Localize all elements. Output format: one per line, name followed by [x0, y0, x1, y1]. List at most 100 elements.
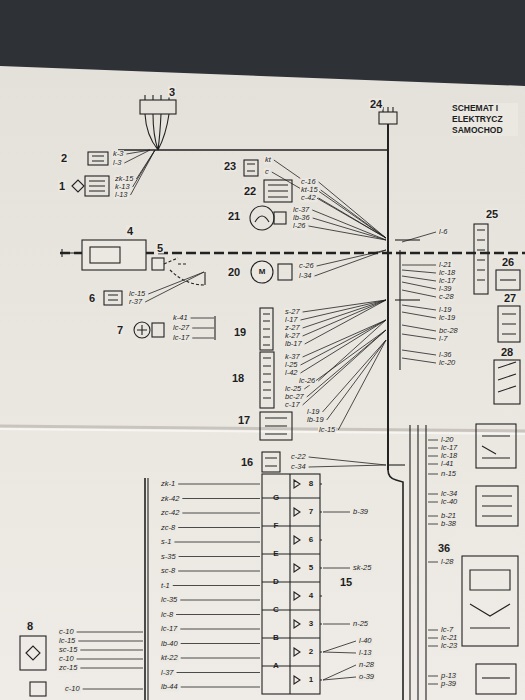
wire-code: lc-15: [318, 426, 336, 434]
wire: [77, 632, 143, 633]
wire: [301, 320, 386, 373]
wire: [307, 330, 386, 397]
wire-code: t-1: [160, 582, 171, 590]
wire-code: k-13: [114, 183, 131, 191]
callout-number: 17: [237, 415, 251, 426]
wire-code: lc-18: [440, 452, 458, 460]
wire: [428, 494, 438, 495]
wire-code: lc-40: [440, 498, 458, 506]
wire-code: n-25: [352, 620, 369, 628]
wire: [304, 330, 386, 389]
wire-code: o-39: [358, 673, 375, 681]
wire: [192, 338, 214, 339]
wire-code: kt-15: [300, 186, 319, 194]
wire: [428, 464, 438, 465]
callout-number: 25: [485, 209, 499, 220]
wire-code: s-35: [160, 553, 177, 561]
wire-code: lc-17: [172, 334, 190, 342]
wire-code: l-41: [440, 460, 455, 468]
wire-code: b-39: [352, 508, 369, 516]
wire: [303, 300, 386, 328]
wire-code: l-25: [284, 361, 299, 369]
wire: [327, 340, 386, 420]
wire: [402, 325, 436, 331]
wire: [323, 641, 356, 652]
wire: [428, 456, 438, 457]
wire-code: c-28: [438, 293, 455, 301]
pin-letter: B: [272, 634, 280, 642]
wire: [192, 328, 214, 329]
diagram-title: SCHEMAT I ELEKTRYCZ SAMOCHOD: [452, 103, 518, 136]
wire: [309, 457, 386, 465]
wire-code: lc-26: [298, 377, 316, 385]
wire: [77, 659, 143, 660]
wire-code: kt-22: [160, 654, 179, 662]
wire: [428, 630, 438, 631]
wire: [180, 629, 260, 630]
wire-code: l-6: [438, 228, 448, 236]
wire-code: l-28: [440, 558, 455, 566]
wire: [180, 600, 260, 601]
wire: [301, 300, 386, 320]
callout-number: 16: [240, 457, 254, 468]
callout-number: 21: [227, 211, 241, 222]
callout-number: 6: [88, 293, 96, 304]
wire-code: l-42: [284, 369, 299, 377]
wire: [323, 340, 386, 412]
wire: [272, 172, 386, 238]
wire-code: n-15: [440, 470, 457, 478]
wire: [177, 672, 260, 673]
wire-code: c-17: [284, 401, 301, 409]
pin-letter: 1: [308, 676, 314, 684]
wire-code: zc-42: [160, 509, 180, 517]
wire-code: p-39: [440, 680, 457, 688]
wire-code: lb-19: [306, 416, 325, 424]
wire: [428, 646, 438, 647]
callout-number: 1: [58, 181, 66, 192]
wire-code: lc-15: [58, 637, 76, 645]
wire: [402, 282, 436, 289]
pin-letter: 6: [308, 536, 314, 544]
wire: [402, 358, 436, 363]
wire: [80, 650, 143, 651]
wire: [315, 250, 386, 276]
wire: [402, 350, 436, 355]
wire-code: l-13: [358, 649, 373, 657]
wire-code: lb-44: [160, 683, 179, 691]
wire: [428, 448, 438, 449]
callout-number: 4: [126, 226, 134, 237]
pin-letter: 2: [308, 648, 314, 656]
wire: [176, 614, 260, 615]
wire-code: c-42: [300, 194, 317, 202]
wire-code: l-19: [306, 408, 321, 416]
paper-fold: [0, 429, 525, 434]
wire: [402, 232, 436, 242]
wire-code: bc-28: [438, 327, 459, 335]
callout-number: 28: [500, 347, 514, 358]
wire: [323, 512, 350, 513]
wire-code: zc-8: [160, 524, 176, 532]
wire: [178, 571, 260, 572]
wire: [323, 665, 356, 680]
pin-letter: M: [258, 268, 267, 276]
callout-number: 22: [243, 186, 257, 197]
wire: [174, 542, 260, 543]
wire: [428, 684, 438, 685]
wire: [323, 652, 356, 653]
wire-code: sc-15: [58, 646, 78, 654]
wire-code: lc-27: [172, 324, 190, 332]
wire-code: k-37: [284, 353, 301, 361]
pin-letter: 4: [308, 592, 314, 600]
wire: [428, 638, 438, 639]
wire-code: lc-35: [160, 596, 178, 604]
paper-sheet: [0, 66, 525, 700]
wire-code: b-21: [440, 512, 457, 520]
pin-letter: 5: [308, 564, 314, 572]
pin-letter: 8: [308, 480, 314, 488]
callout-number: 19: [233, 327, 247, 338]
wire: [317, 250, 386, 266]
pin-letter: F: [273, 522, 280, 530]
wire-code: c-34: [290, 463, 307, 471]
callout-number: 3: [168, 87, 176, 98]
